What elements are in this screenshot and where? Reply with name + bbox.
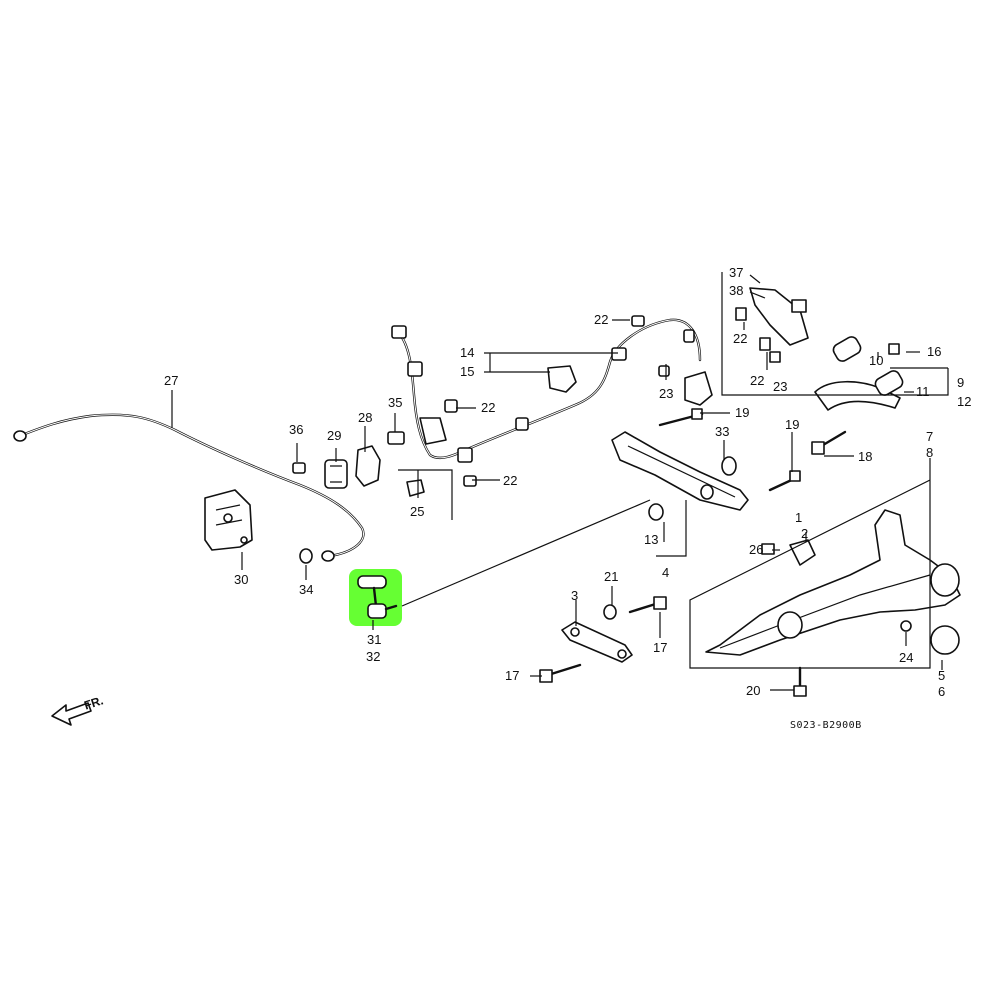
label-27: 27	[164, 373, 179, 388]
bushing-34	[299, 548, 313, 564]
upper-arm-4	[611, 431, 749, 521]
label-31: 31	[367, 632, 382, 647]
label-14: 14	[460, 345, 475, 360]
label-11: 11	[916, 384, 930, 399]
stabilizer-link-31-32	[357, 575, 398, 619]
label-17a: 17	[505, 668, 520, 683]
label-28: 28	[358, 410, 373, 425]
label-32: 32	[366, 649, 381, 664]
label-2: 2	[801, 526, 809, 541]
nut-25	[406, 479, 425, 497]
label-7: 7	[926, 429, 934, 444]
label-36: 36	[289, 422, 304, 437]
label-22b: 22	[481, 400, 496, 415]
lateral-link	[814, 336, 904, 411]
bracket-30	[204, 489, 253, 551]
label-9: 9	[957, 375, 965, 390]
label-19a: 19	[735, 405, 750, 420]
label-38: 38	[729, 283, 744, 298]
bolts-19	[658, 408, 801, 492]
label-4: 4	[662, 565, 670, 580]
label-30: 30	[234, 572, 249, 587]
bolt-18	[811, 430, 847, 455]
label-15: 15	[460, 364, 475, 379]
label-25: 25	[410, 504, 425, 519]
bolts-17	[539, 596, 667, 683]
bolt-20	[793, 666, 807, 697]
label-22e: 22	[750, 373, 765, 388]
label-19b: 19	[785, 417, 800, 432]
label-10: 10	[869, 353, 884, 368]
lower-arm-3	[561, 621, 633, 663]
label-18: 18	[858, 449, 873, 464]
diagram-code: S023-B2900B	[790, 720, 862, 731]
label-12: 12	[957, 394, 972, 409]
label-35: 35	[388, 395, 403, 410]
label-21: 21	[604, 569, 619, 584]
label-5: 5	[938, 668, 946, 683]
label-1: 1	[795, 510, 803, 525]
label-13: 13	[644, 532, 659, 547]
stabilizer-bar	[13, 413, 365, 562]
label-8: 8	[926, 445, 934, 460]
label-22d: 22	[733, 331, 748, 346]
bracket-37-38	[735, 287, 809, 363]
front-direction-arrow	[51, 702, 92, 726]
label-34: 34	[299, 582, 314, 597]
label-22c: 22	[503, 473, 518, 488]
label-20: 20	[746, 683, 761, 698]
label-24: 24	[899, 650, 914, 665]
leader-lines	[171, 272, 949, 691]
label-22a: 22	[594, 312, 609, 327]
label-29: 29	[327, 428, 342, 443]
label-33: 33	[715, 424, 730, 439]
trailing-arm-7-8	[705, 509, 961, 656]
label-26: 26	[749, 542, 764, 557]
label-3: 3	[571, 588, 579, 603]
label-37: 37	[729, 265, 744, 280]
label-17b: 17	[653, 640, 668, 655]
label-23a: 23	[659, 386, 674, 401]
bracket-1-2	[761, 539, 816, 566]
label-6: 6	[938, 684, 946, 699]
stabilizer-mount-parts	[292, 445, 381, 489]
brake-hose-assembly	[387, 315, 713, 487]
label-16: 16	[927, 344, 942, 359]
label-23b: 23	[773, 379, 788, 394]
